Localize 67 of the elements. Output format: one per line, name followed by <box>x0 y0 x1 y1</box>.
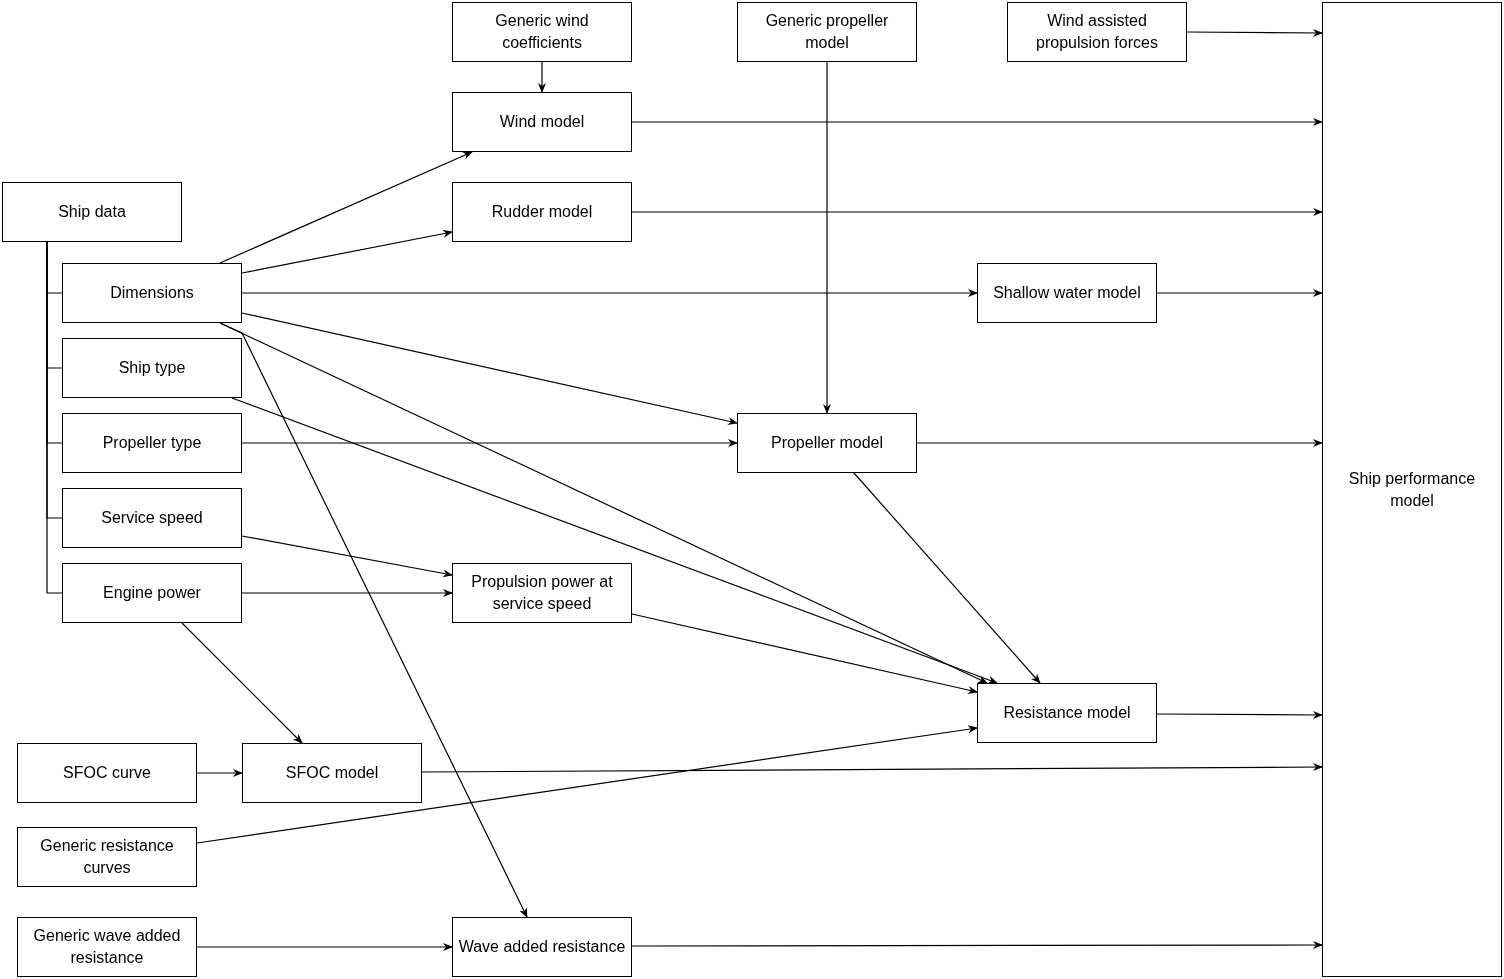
arrow <box>916 439 1323 447</box>
box-label: SFOC curve <box>63 763 151 783</box>
arrow <box>241 312 738 425</box>
box-label: Resistance model <box>1003 703 1131 723</box>
arrow <box>181 622 303 744</box>
arrow <box>196 943 453 951</box>
box-label: Ship data <box>58 202 126 222</box>
box-label: Ship type <box>118 358 186 378</box>
box-label: Engine power <box>103 583 201 603</box>
process-box <box>2 182 182 242</box>
process-box <box>242 743 422 803</box>
box-label: Propeller type <box>102 433 202 453</box>
arrow <box>219 322 528 918</box>
process-box <box>17 827 197 887</box>
arrow <box>853 472 1041 684</box>
arrow <box>538 61 546 93</box>
process-box <box>452 92 632 152</box>
box-label: Service speed <box>101 508 203 528</box>
arrow <box>196 769 243 777</box>
arrow <box>631 118 1323 126</box>
arrow <box>631 941 1323 949</box>
arrow <box>241 589 453 597</box>
box-label: Wind assisted propulsion forces <box>1035 11 1159 53</box>
process-box <box>62 488 242 548</box>
process-box <box>62 413 242 473</box>
box-label: Shallow water model <box>993 283 1141 303</box>
arrow <box>1186 28 1323 37</box>
process-box <box>977 683 1157 743</box>
process-box <box>62 263 242 323</box>
arrow <box>631 613 978 694</box>
process-box <box>737 2 917 62</box>
arrow <box>231 397 998 684</box>
arrow <box>219 151 473 264</box>
process-box <box>452 182 632 242</box>
process-box <box>452 563 632 623</box>
box-label: Ship performance model <box>1347 468 1477 511</box>
box-label: Rudder model <box>491 202 593 222</box>
process-box <box>737 413 917 473</box>
arrow <box>631 208 1323 216</box>
box-label: Propulsion power at service speed <box>470 572 614 614</box>
arrow <box>1156 710 1323 719</box>
box-label: Wind model <box>499 112 585 132</box>
arrow <box>241 535 453 578</box>
process-box <box>977 263 1157 323</box>
box-label: Dimensions <box>110 283 194 303</box>
box-label: Propeller model <box>770 433 884 453</box>
arrow <box>241 439 738 447</box>
arrow <box>823 61 831 414</box>
arrow <box>421 763 1323 773</box>
process-box <box>452 917 632 977</box>
box-label: Generic wave added resistance <box>32 926 182 968</box>
box-label: Generic resistance curves <box>39 836 175 878</box>
process-box <box>17 917 197 977</box>
process-box <box>452 2 632 62</box>
process-box <box>62 338 242 398</box>
process-box <box>1007 2 1187 62</box>
process-box <box>62 563 242 623</box>
process-box <box>17 743 197 803</box>
arrow <box>241 289 978 297</box>
arrow <box>196 725 978 844</box>
box-label: Generic wind coefficients <box>494 11 590 53</box>
process-box <box>1322 2 1502 977</box>
box-label: Wave added resistance <box>458 937 626 957</box>
arrow <box>1156 289 1323 297</box>
box-label: SFOC model <box>285 763 379 783</box>
box-label: Generic propeller model <box>764 11 890 53</box>
arrow <box>241 229 453 274</box>
